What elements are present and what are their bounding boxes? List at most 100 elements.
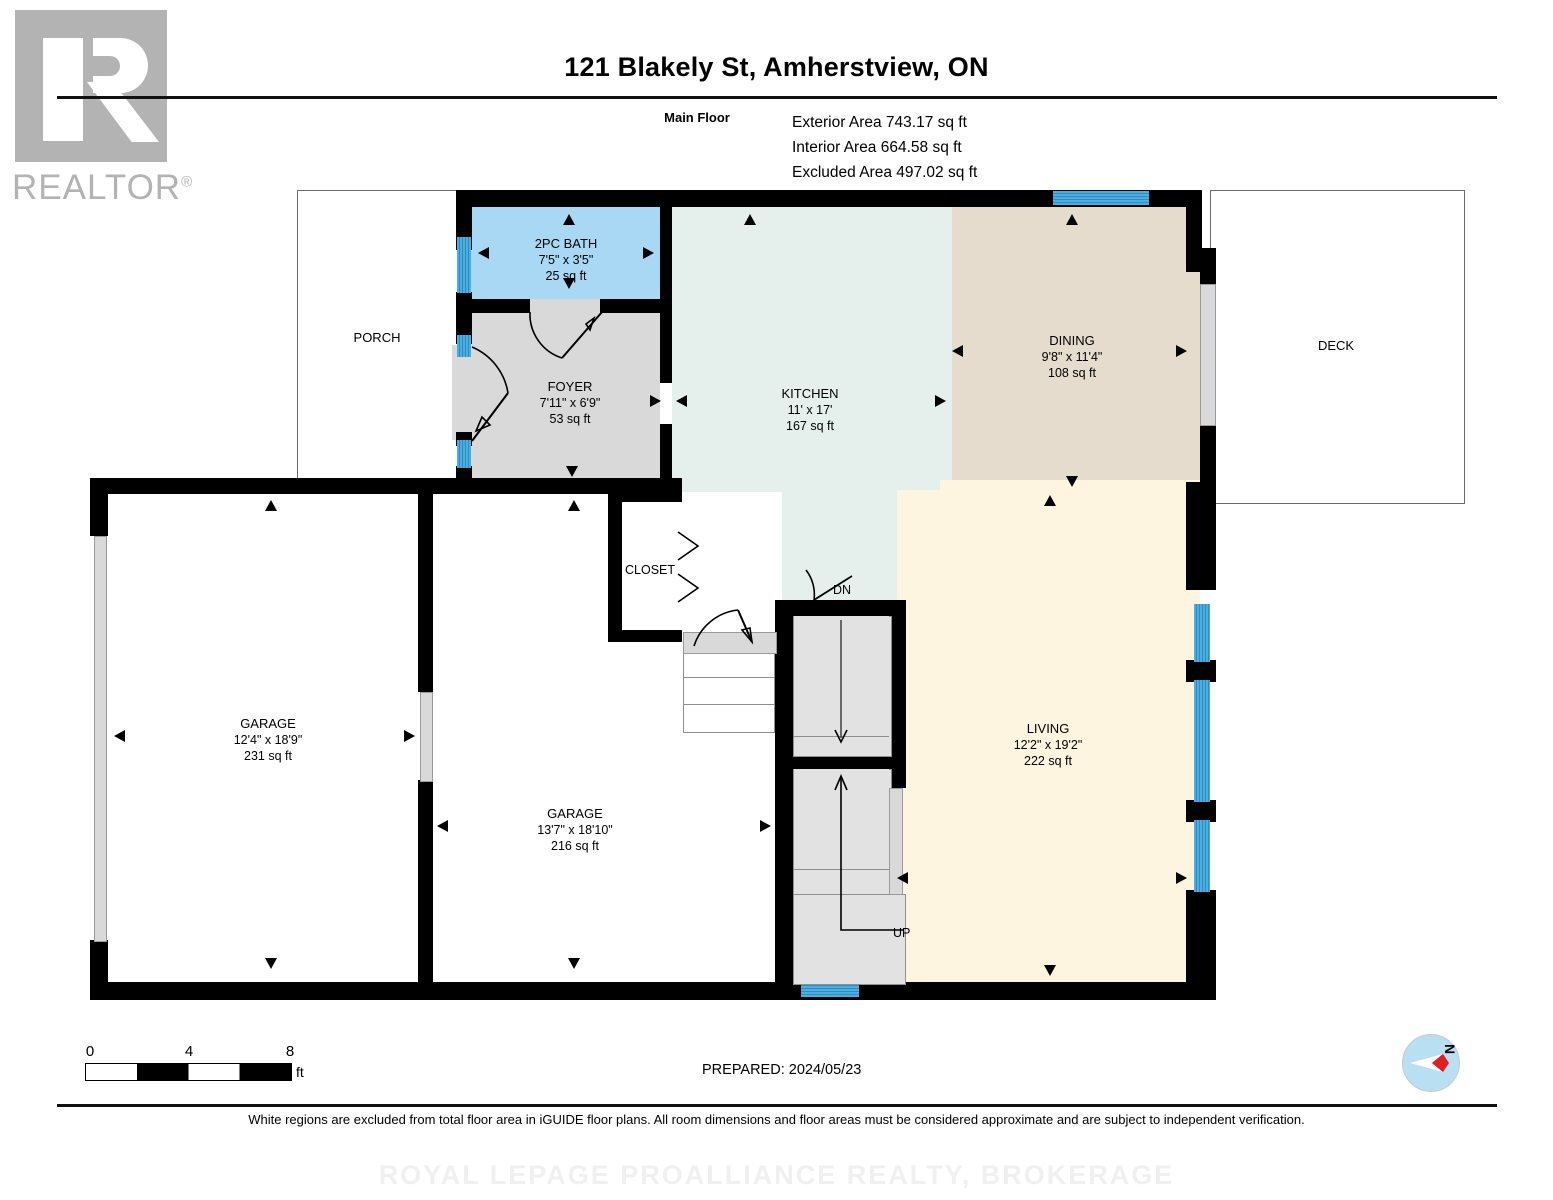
deck-label: DECK	[1318, 338, 1354, 354]
arrow-dining-right	[1176, 345, 1187, 357]
arrow-garage-right-down	[568, 958, 580, 969]
kitchen-dim: 11' x 17'	[787, 403, 833, 417]
garage-interior-door	[420, 692, 433, 782]
room-foyer	[470, 299, 660, 479]
garage-right-area: 216 sq ft	[551, 839, 599, 853]
wall-top-upper	[456, 190, 1202, 207]
garage-left-area: 231 sq ft	[244, 749, 292, 763]
exterior-area: Exterior Area 743.17 sq ft	[792, 114, 967, 131]
arrow-living-up	[1044, 495, 1056, 506]
arrow-kitchen-up	[744, 214, 756, 225]
garage-left-dim: 12'4" x 18'9"	[233, 733, 303, 747]
closet-bifold-doors-icon	[677, 531, 700, 603]
scale-unit: ft	[296, 1064, 304, 1080]
door-swing-dn-icon	[805, 569, 853, 601]
foyer-name: FOYER	[547, 379, 593, 394]
arrow-garage-left-left	[114, 730, 125, 742]
window-foyer-left-b	[457, 440, 471, 468]
arrow-living-down	[1044, 965, 1056, 976]
garage-door-left	[94, 536, 107, 942]
kitchen-name: KITCHEN	[781, 386, 839, 401]
arrow-dining-up	[1066, 214, 1078, 225]
stairs-up-arrow-icon	[834, 773, 903, 931]
porch-label: PORCH	[354, 330, 401, 346]
label-dining: DINING 9'8" x 11'4" 108 sq ft	[1042, 333, 1103, 381]
arrow-kitchen-left	[676, 395, 687, 407]
page-title: 121 Blakely St, Amherstview, ON	[564, 52, 989, 82]
wall-stair-mid	[793, 755, 906, 769]
brokerage-watermark: ROYAL LEPAGE PROALLIANCE REALTY, BROKERA…	[378, 1160, 1175, 1190]
stairs-dn-label: DN	[833, 583, 852, 597]
arrow-living-right	[1176, 872, 1187, 884]
room-garage-left	[103, 492, 418, 982]
wall-bath-right	[660, 207, 672, 299]
garage-right-name: GARAGE	[547, 806, 603, 821]
stairs-up-landing	[793, 894, 906, 985]
wall-right-upper-b	[1200, 248, 1216, 284]
wall-stair-right-top	[890, 600, 906, 788]
wall-foyer-right	[660, 313, 672, 383]
label-2pc-bath: 2PC BATH 7'5" x 3'5" 25 sq ft	[535, 236, 598, 284]
wall-closet-bottom	[608, 630, 682, 642]
arrow-foyer-right	[650, 395, 661, 407]
arrow-garage-left-right	[404, 730, 415, 742]
wall-right-upper-a	[1186, 190, 1202, 248]
wall-right-lower-seg1	[1186, 660, 1216, 682]
arrow-dining-down	[1066, 476, 1078, 487]
living-upper-notch	[940, 480, 1200, 494]
arrow-dining-left	[952, 345, 963, 357]
wall-stair-left	[775, 600, 793, 982]
living-dim: 12'2" x 19'2"	[1013, 738, 1083, 752]
label-closet: CLOSET	[624, 563, 676, 577]
window-stair-bottom	[801, 983, 859, 997]
dining-dim: 9'8" x 11'4"	[1041, 350, 1103, 364]
window-bath-left	[457, 237, 471, 293]
wall-mid-horizontal-left	[90, 478, 682, 494]
wall-garage-divider-bot	[418, 780, 433, 985]
wall-right-upper-c	[1200, 424, 1216, 492]
door-swing-stair-icon	[693, 609, 754, 647]
window-foyer-left-a	[457, 335, 471, 357]
living-name: LIVING	[1026, 721, 1070, 736]
arrow-foyer-down	[566, 466, 578, 477]
label-living: LIVING 12'2" x 19'2" 222 sq ft	[1014, 721, 1083, 769]
window-living-right-a	[1194, 604, 1210, 662]
deck-area	[1210, 190, 1465, 504]
window-living-right-c	[1194, 820, 1210, 892]
wall-left-exterior-b	[90, 940, 108, 1000]
wall-bottom	[90, 982, 1216, 1000]
prepared-date: PREPARED: 2024/05/23	[702, 1062, 862, 1078]
wall-left-exterior-a	[90, 478, 108, 536]
stairs-up-label: UP	[893, 926, 911, 940]
scale-tick-0: 0	[85, 1043, 95, 1060]
scale-tick-4: 4	[184, 1043, 194, 1060]
wall-closet-top	[608, 490, 682, 502]
wall-left-upper	[456, 190, 472, 250]
wall-right-lower-seg3	[1186, 890, 1216, 1000]
window-living-right-b	[1194, 680, 1210, 802]
compass-north-label: N	[1442, 1044, 1458, 1055]
title-divider	[57, 96, 1497, 99]
deck-name: DECK	[1317, 338, 1355, 353]
room-dining	[952, 200, 1200, 490]
label-garage-left: GARAGE 12'4" x 18'9" 231 sq ft	[234, 716, 303, 764]
arrow-garage-right-right	[760, 820, 771, 832]
wall-bath-foyer-r	[600, 299, 672, 313]
arrow-garage-left-down	[265, 958, 277, 969]
realtor-wordmark: REALTOR®	[12, 168, 194, 207]
footer-divider	[57, 1104, 1497, 1107]
scale-bar	[85, 1063, 292, 1081]
foyer-dim: 7'11" x 6'9"	[539, 396, 601, 410]
landing-platform	[683, 632, 777, 654]
label-kitchen: KITCHEN 11' x 17' 167 sq ft	[781, 386, 838, 434]
stairs-down-arrow-icon	[834, 620, 848, 744]
realtor-mark-icon	[15, 10, 167, 162]
arrow-garage-right-up	[568, 500, 580, 511]
wall-bath-foyer	[472, 299, 530, 313]
dining-name: DINING	[1049, 333, 1095, 348]
scale-tick-8: 8	[285, 1043, 295, 1060]
arrow-garage-right-left	[437, 820, 448, 832]
wall-garage-divider-top	[418, 492, 433, 692]
arrow-bath-up	[563, 214, 575, 225]
disclaimer-text: White regions are excluded from total fl…	[248, 1112, 1305, 1127]
